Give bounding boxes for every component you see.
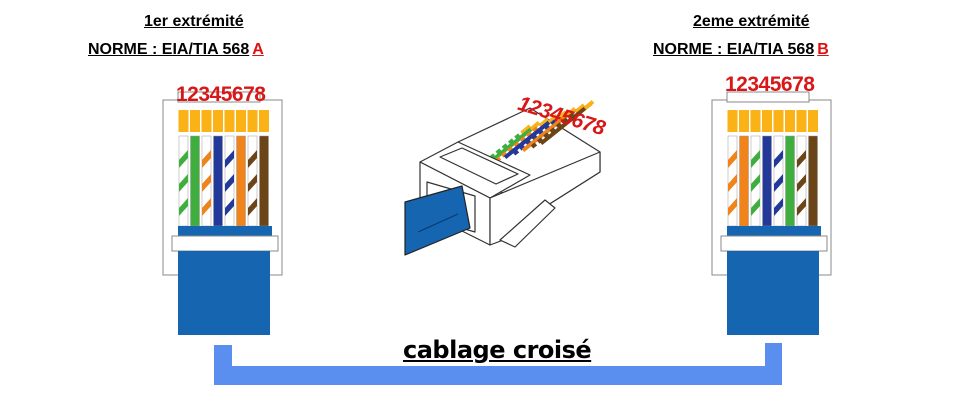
- locking-clip: [171, 235, 279, 252]
- wire-stripe: [202, 198, 211, 216]
- center-wire-brown: [539, 101, 593, 146]
- gold-contact: [750, 110, 761, 132]
- center-plug-3d: [404, 99, 601, 256]
- gold-contact: [785, 110, 795, 132]
- center-gold-contact: [520, 124, 532, 135]
- gold-contact: [259, 110, 269, 132]
- wire-stripe: [797, 150, 806, 168]
- right-connector: [711, 91, 832, 335]
- wire-stripe: [774, 150, 783, 168]
- right-pin-numbers: 12345678: [725, 73, 815, 96]
- wire-stripe: [797, 174, 806, 192]
- crossover-bracket: [214, 343, 782, 385]
- wire-blue: [762, 135, 772, 227]
- center-wire-blue: [503, 115, 557, 160]
- left-standard-letter: A: [252, 41, 264, 58]
- gold-contact: [236, 110, 246, 132]
- gold-contact: [247, 110, 258, 132]
- center-wire-blue-white: [512, 112, 566, 156]
- gold-contact: [224, 110, 235, 132]
- right-end-title: 2eme extrémité: [693, 13, 810, 30]
- wire-stripe: [728, 150, 737, 168]
- gold-contact: [739, 110, 749, 132]
- wire-stripe: [225, 174, 234, 192]
- center-gold-contact: [565, 106, 577, 118]
- center-gold-contact: [547, 113, 559, 125]
- wire-brown: [808, 135, 818, 227]
- right-standard-letter: B: [817, 41, 829, 58]
- wire-stripe: [202, 150, 211, 168]
- wire-stripe: [797, 198, 806, 216]
- wire-stripe: [225, 198, 234, 216]
- wire-green: [190, 135, 200, 227]
- center-wire-orange-white: [494, 119, 548, 163]
- wire-green: [785, 135, 795, 227]
- center-gold-contact: [574, 103, 586, 114]
- wire-stripe: [225, 150, 234, 168]
- caption-crossover-cabling: cablage croisé: [403, 336, 592, 364]
- gold-contact: [796, 110, 807, 132]
- blue-cable: [178, 251, 270, 335]
- connector-top-tab: [177, 91, 261, 103]
- left-standard-label: NORME : EIA/TIA 568: [88, 41, 250, 58]
- wire-stripe: [248, 174, 257, 192]
- wire-stripe: [728, 198, 737, 216]
- gold-contact: [201, 110, 212, 132]
- center-wire-green: [485, 122, 539, 167]
- wire-blue: [213, 135, 223, 227]
- gold-contact: [178, 110, 189, 132]
- wire-stripe: [179, 174, 188, 192]
- gold-contact: [190, 110, 200, 132]
- wire-orange: [739, 135, 749, 227]
- wire-stripe: [774, 198, 783, 216]
- gold-contact: [808, 110, 818, 132]
- cable-boot-band: [178, 226, 272, 236]
- wire-stripe: [728, 174, 737, 192]
- wire-stripe: [202, 174, 211, 192]
- center-wire-brown-white: [530, 105, 584, 149]
- wire-stripe: [751, 174, 760, 192]
- left-end-title: 1er extrémité: [144, 13, 244, 30]
- left-connector: [162, 91, 283, 335]
- cable-boot-band: [727, 226, 821, 236]
- wire-orange: [236, 135, 246, 227]
- wire-stripe: [751, 198, 760, 216]
- wire-stripe: [248, 150, 257, 168]
- center-gold-contact: [583, 99, 595, 111]
- gold-contact: [213, 110, 223, 132]
- center-gold-contact: [538, 117, 550, 128]
- gold-contact: [762, 110, 772, 132]
- wire-stripe: [774, 174, 783, 192]
- wire-stripe: [179, 198, 188, 216]
- center-wire-orange: [521, 108, 575, 153]
- wire-brown: [259, 135, 269, 227]
- right-standard-label: NORME : EIA/TIA 568: [653, 41, 815, 58]
- blue-cable: [727, 251, 819, 335]
- center-gold-contact: [529, 120, 541, 132]
- left-pin-numbers: 12345678: [176, 83, 266, 106]
- center-gold-contact: [556, 110, 568, 121]
- gold-contact: [727, 110, 738, 132]
- wire-stripe: [248, 198, 257, 216]
- gold-contact: [773, 110, 784, 132]
- locking-clip: [720, 235, 828, 252]
- wire-stripe: [751, 150, 760, 168]
- wire-stripe: [179, 150, 188, 168]
- connector-top-tab: [726, 91, 810, 103]
